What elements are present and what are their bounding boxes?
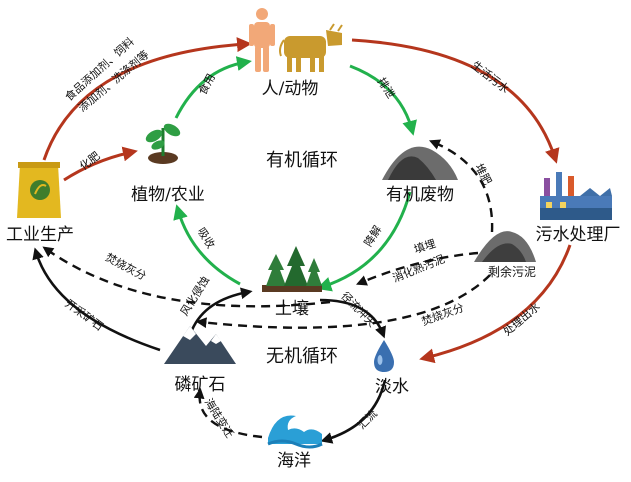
solid-arrows (32, 247, 387, 444)
label-landfill: 填埋 (412, 236, 437, 256)
cow-icon (279, 23, 343, 72)
arrow-human-to-waste (349, 64, 417, 136)
node-labels: 人/动物 植物/农业 有机废物 工业生产 污水处理厂 土壤 剩余污泥 磷矿石 淡… (6, 79, 621, 471)
node-industry: 工业生产 (6, 225, 74, 245)
label-degradation: 降解 (361, 223, 385, 249)
sprout-icon (145, 123, 181, 164)
human-icon (249, 8, 275, 72)
arrow-phosphate-to-soil (190, 287, 253, 331)
dashed-arrows (42, 139, 494, 439)
label-incineration-ash-left: 焚烧灰分 (103, 250, 148, 283)
node-phosphate-rock: 磷矿石 (175, 375, 226, 395)
factory-icon (540, 172, 612, 220)
arrow-industry-to-plant (63, 146, 138, 182)
label-effluent: 处理出水 (500, 299, 543, 338)
arrow-waste-to-soil (316, 191, 412, 292)
label-absorption: 吸收 (195, 225, 219, 251)
arrow-human-to-wwtp (351, 38, 560, 164)
label-incineration-ash-right: 焚烧灰分 (420, 300, 466, 328)
water-drop-icon (374, 340, 394, 372)
node-organic-waste: 有机废物 (386, 185, 454, 205)
node-human-animal: 人/动物 (262, 79, 319, 99)
arrow-industry-to-human (42, 37, 252, 161)
node-soil: 土壤 (275, 298, 309, 319)
arrow-soil-to-industry (42, 246, 331, 308)
label-domestic-sewage: 生活污水 (469, 58, 512, 96)
inorganic-cycle-label: 无机循环 (266, 346, 338, 367)
organic-cycle-label: 有机循环 (266, 150, 338, 171)
cycle-labels: 有机循环 无机循环 (266, 150, 338, 367)
label-weathering: 风化侵蚀 (177, 274, 212, 319)
mountain-icon (164, 326, 236, 364)
fertilizer-bag-icon (17, 162, 61, 218)
arrow-soil-to-freshwater (319, 298, 386, 339)
waste-pile-icon (382, 146, 458, 180)
arrow-plant-to-human (174, 56, 252, 119)
arrow-soil-to-plant (173, 204, 241, 286)
label-runoff: 径流冲失 (338, 289, 379, 330)
sludge-pile-icon (474, 231, 536, 262)
arrow-sludge-to-soil-landfill (356, 251, 479, 286)
node-plant-agri: 植物/农业 (131, 185, 205, 205)
red-arrows (42, 37, 572, 364)
label-confluence: 汇流 (354, 406, 379, 431)
tree-icon (262, 246, 322, 292)
label-sea-land-change: 海陆变迁 (202, 396, 237, 441)
node-ocean: 海洋 (277, 451, 311, 471)
arrow-freshwater-to-ocean (320, 379, 387, 444)
label-mining: 开采矿石 (62, 297, 105, 333)
arrow-ocean-to-phosphate (193, 387, 263, 439)
arrow-wwtp-to-freshwater (419, 244, 572, 364)
node-freshwater: 淡水 (375, 377, 409, 397)
node-wwtp: 污水处理厂 (536, 225, 621, 245)
arrow-phosphate-to-industry (32, 247, 161, 352)
wave-icon (267, 415, 323, 449)
arrow-sludge-to-phosphate (195, 274, 491, 329)
green-arrows (173, 56, 417, 292)
node-residual-sludge: 剩余污泥 (488, 264, 536, 279)
